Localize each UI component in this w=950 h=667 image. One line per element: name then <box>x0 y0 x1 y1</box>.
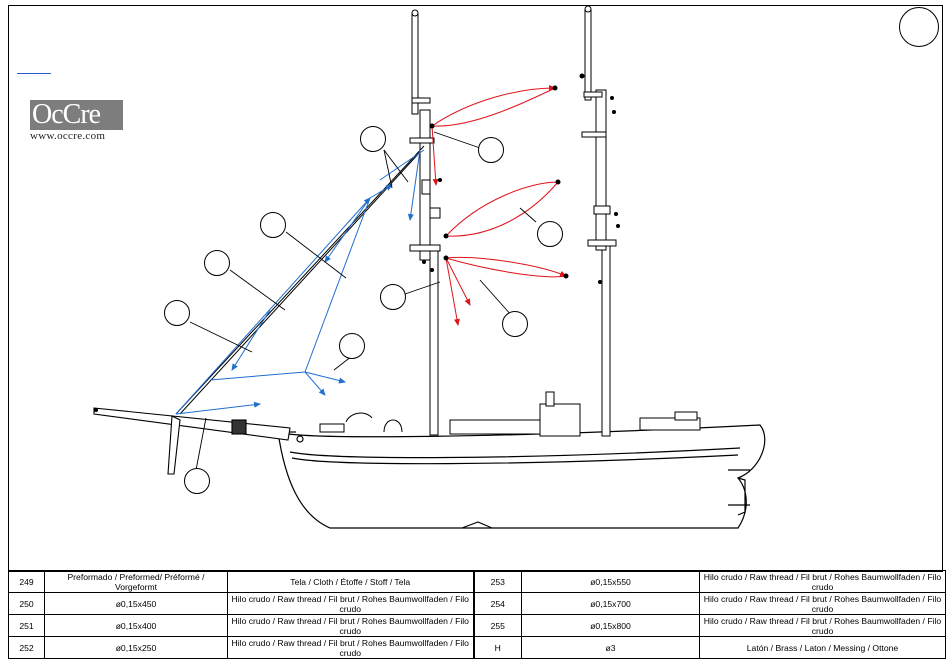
part-size: ø0,15x800 <box>521 614 700 637</box>
table-row: 252 ø0,15x250 Hilo crudo / Raw thread / … <box>8 636 946 659</box>
part-size: ø0,15x250 <box>44 636 228 659</box>
reference-circle <box>380 284 406 310</box>
logo-url: www.occre.com <box>30 130 106 142</box>
logo-brand: OcCre <box>30 100 123 130</box>
reference-circle <box>478 137 504 163</box>
red-rigging <box>431 85 567 326</box>
top-link-rule <box>17 73 51 74</box>
part-material: Hilo crudo / Raw thread / Fil brut / Roh… <box>699 570 946 593</box>
part-material: Latón / Brass / Laton / Messing / Ottone <box>699 636 946 659</box>
table-row: 249 Preformado / Preformed/ Préformé / V… <box>8 570 946 593</box>
reference-circle <box>184 468 210 494</box>
part-material: Hilo crudo / Raw thread / Fil brut / Roh… <box>227 592 474 615</box>
part-material: Hilo crudo / Raw thread / Fil brut / Roh… <box>227 636 474 659</box>
table-row: 251 ø0,15x400 Hilo crudo / Raw thread / … <box>8 614 946 637</box>
occre-logo: OcCre www.occre.com <box>30 100 125 144</box>
reference-circle <box>537 221 563 247</box>
part-size: ø3 <box>521 636 700 659</box>
part-size: ø0,15x550 <box>521 570 700 593</box>
part-ref: 254 <box>472 592 522 615</box>
deck-furniture <box>319 391 701 437</box>
part-ref: H <box>472 636 522 659</box>
blue-rigging <box>175 149 425 415</box>
reference-circle <box>360 126 386 152</box>
forestay <box>175 145 425 415</box>
bowsprit <box>93 407 291 475</box>
part-material: Hilo crudo / Raw thread / Fil brut / Roh… <box>699 592 946 615</box>
part-ref: 255 <box>472 614 522 637</box>
fore-mast <box>409 9 441 436</box>
reference-circle <box>204 250 230 276</box>
part-ref: 253 <box>472 570 522 593</box>
blocks <box>94 73 620 412</box>
part-size: Preformado / Preformed/ Préformé / Vorge… <box>44 570 228 593</box>
reference-circle <box>502 311 528 337</box>
part-ref: 249 <box>8 570 45 593</box>
hull <box>277 424 766 529</box>
part-material: Hilo crudo / Raw thread / Fil brut / Roh… <box>227 614 474 637</box>
ship-rigging-diagram <box>93 5 766 529</box>
part-material: Tela / Cloth / Étoffe / Stoff / Tela <box>227 570 474 593</box>
part-ref: 251 <box>8 614 45 637</box>
part-size: ø0,15x450 <box>44 592 228 615</box>
reference-circle <box>260 212 286 238</box>
reference-circle <box>164 300 190 326</box>
reference-circle <box>899 7 939 47</box>
part-ref: 250 <box>8 592 45 615</box>
part-size: ø0,15x700 <box>521 592 700 615</box>
part-material: Hilo crudo / Raw thread / Fil brut / Roh… <box>699 614 946 637</box>
part-ref: 252 <box>8 636 45 659</box>
main-mast <box>581 5 617 437</box>
reference-circle <box>339 333 365 359</box>
part-size: ø0,15x400 <box>44 614 228 637</box>
parts-table: 249 Preformado / Preformed/ Préformé / V… <box>8 570 946 659</box>
table-row: 250 ø0,15x450 Hilo crudo / Raw thread / … <box>8 592 946 615</box>
